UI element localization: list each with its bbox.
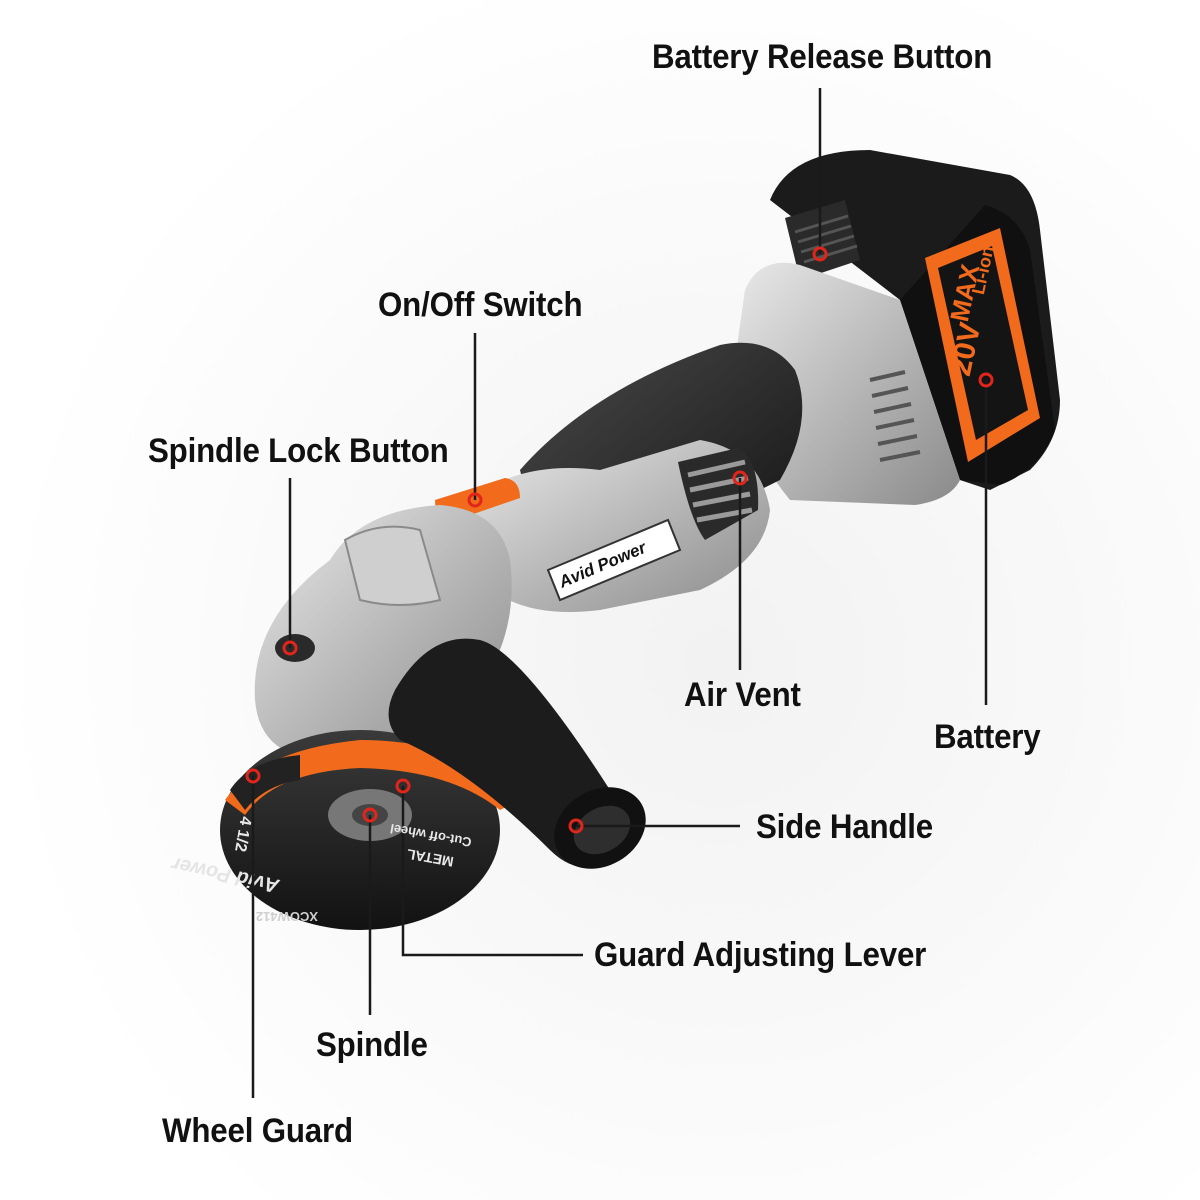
- label-spindle-lock-button: Spindle Lock Button: [148, 434, 449, 468]
- label-spindle: Spindle: [316, 1028, 428, 1062]
- label-battery-release-button: Battery Release Button: [652, 40, 992, 74]
- label-guard-adjusting-lever: Guard Adjusting Lever: [594, 938, 926, 972]
- label-battery: Battery: [934, 720, 1041, 754]
- label-wheel-guard: Wheel Guard: [162, 1114, 353, 1148]
- disc-code-text: XCOW412: [256, 909, 318, 924]
- label-air-vent: Air Vent: [684, 678, 801, 712]
- label-side-handle: Side Handle: [756, 810, 933, 844]
- label-on-off-switch: On/Off Switch: [378, 288, 582, 322]
